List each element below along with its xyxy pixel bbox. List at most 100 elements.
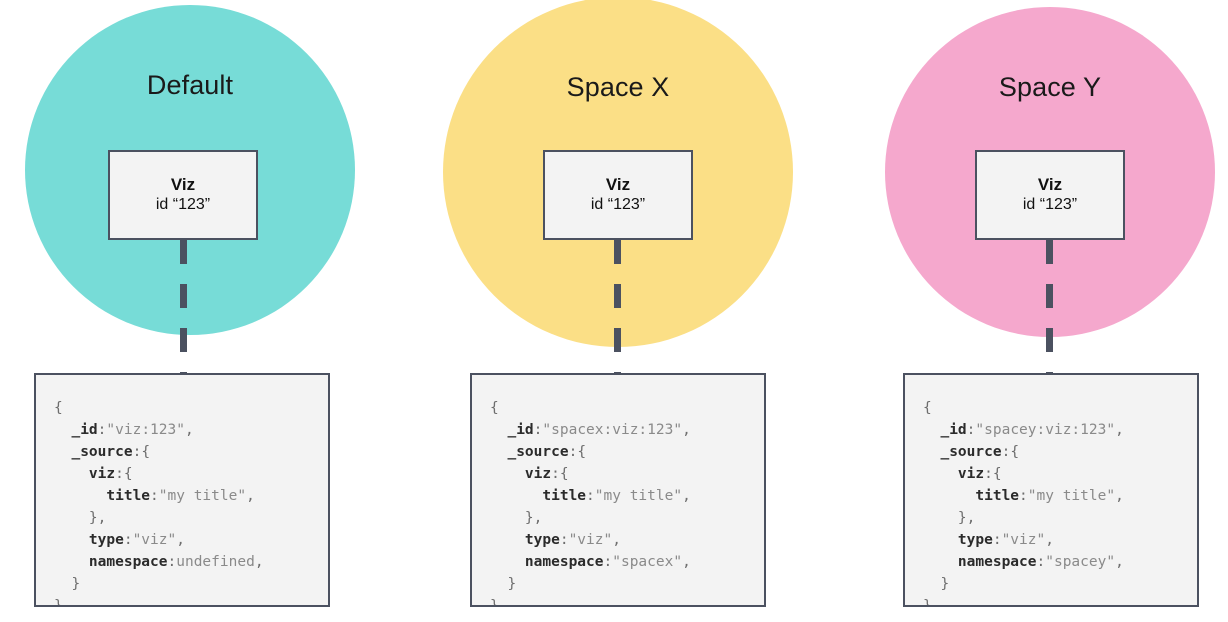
json-token: }, (88, 510, 107, 526)
json-token: , (1045, 532, 1054, 548)
json-token: } (54, 598, 63, 607)
json-token: : (115, 466, 124, 482)
json-token: viz (88, 466, 116, 482)
json-token: : (992, 532, 1002, 548)
json-token (54, 576, 71, 592)
json-token: _source (507, 444, 569, 460)
viz-node-title: Viz (605, 174, 631, 194)
json-token: "my title" (1027, 488, 1116, 504)
json-token: }, (957, 510, 976, 526)
json-token: , (1115, 488, 1124, 504)
json-token: "viz" (568, 532, 613, 548)
json-token: namespace (524, 554, 604, 570)
json-token (490, 576, 507, 592)
json-token: : (559, 532, 569, 548)
json-token: { (54, 400, 63, 416)
viz-node-title: Viz (1037, 174, 1063, 194)
json-token: , (1115, 554, 1124, 570)
json-token (923, 444, 940, 460)
json-token (923, 466, 958, 482)
json-token: } (507, 576, 517, 592)
connector-spacey (1046, 240, 1053, 373)
space-label-spacey: Space Y (998, 72, 1102, 102)
json-token: : (97, 422, 107, 438)
document-box-spacey: { _id:"spacey:viz:123", _source:{ viz:{ … (903, 373, 1199, 607)
json-token (54, 488, 106, 504)
json-token: , (682, 422, 691, 438)
json-token: : (132, 444, 142, 460)
connector-default (180, 240, 187, 373)
json-token (923, 488, 975, 504)
json-token: } (923, 598, 932, 607)
json-token: namespace (88, 554, 168, 570)
json-token: { (577, 444, 587, 460)
connector-spacex (614, 240, 621, 373)
json-token: : (551, 466, 560, 482)
json-token: type (957, 532, 993, 548)
json-token: , (246, 488, 255, 504)
document-box-spacex: { _id:"spacex:viz:123", _source:{ viz:{ … (470, 373, 766, 607)
json-token (923, 554, 958, 570)
json-token: : (586, 488, 595, 504)
json-token: , (682, 488, 691, 504)
json-token (490, 554, 525, 570)
json-token (490, 466, 525, 482)
json-token: } (490, 598, 499, 607)
json-token (923, 532, 958, 548)
json-token (923, 576, 940, 592)
json-token: _id (940, 422, 967, 438)
json-token: { (123, 466, 133, 482)
json-token: , (176, 532, 185, 548)
json-token (54, 532, 89, 548)
json-token: }, (524, 510, 543, 526)
json-token: : (966, 422, 976, 438)
json-token: "viz:123" (106, 422, 185, 438)
json-token: { (490, 400, 499, 416)
json-token: viz (957, 466, 985, 482)
json-token (490, 510, 525, 526)
viz-node-spacey[interactable]: Viz id “123” (975, 150, 1125, 240)
json-token (54, 510, 89, 526)
json-token: _id (71, 422, 98, 438)
json-token: : (1019, 488, 1028, 504)
json-token: } (940, 576, 950, 592)
document-json-default: { _id:"viz:123", _source:{ viz:{ title:"… (54, 397, 310, 607)
viz-node-id: id “123” (1022, 196, 1078, 214)
json-token (490, 444, 507, 460)
json-token: { (141, 444, 151, 460)
json-token (54, 466, 89, 482)
json-token: , (184, 422, 194, 438)
json-token (490, 532, 525, 548)
viz-node-title: Viz (170, 174, 196, 194)
json-token: "spacey:viz:123" (975, 422, 1116, 438)
json-token: type (88, 532, 124, 548)
json-token: , (1115, 422, 1124, 438)
json-token: "my title" (158, 488, 247, 504)
json-token: } (71, 576, 81, 592)
space-label-spacex: Space X (566, 72, 670, 102)
json-token: : (167, 554, 177, 570)
space-label-default: Default (146, 70, 234, 100)
json-token: : (984, 466, 993, 482)
json-token (490, 488, 542, 504)
json-token: _source (71, 444, 133, 460)
json-token: { (992, 466, 1002, 482)
json-token: "spacey" (1045, 554, 1116, 570)
json-token: : (533, 422, 543, 438)
json-token (54, 422, 71, 438)
json-token: "spacex" (612, 554, 683, 570)
json-token: "spacex:viz:123" (542, 422, 683, 438)
json-token (923, 510, 958, 526)
json-token: : (150, 488, 159, 504)
json-token: "my title" (594, 488, 683, 504)
json-token: title (106, 488, 151, 504)
document-json-spacey: { _id:"spacey:viz:123", _source:{ viz:{ … (923, 397, 1179, 607)
json-token (490, 422, 507, 438)
json-token: undefined (176, 554, 255, 570)
json-token: title (542, 488, 587, 504)
json-token: { (1010, 444, 1020, 460)
json-token (54, 554, 89, 570)
